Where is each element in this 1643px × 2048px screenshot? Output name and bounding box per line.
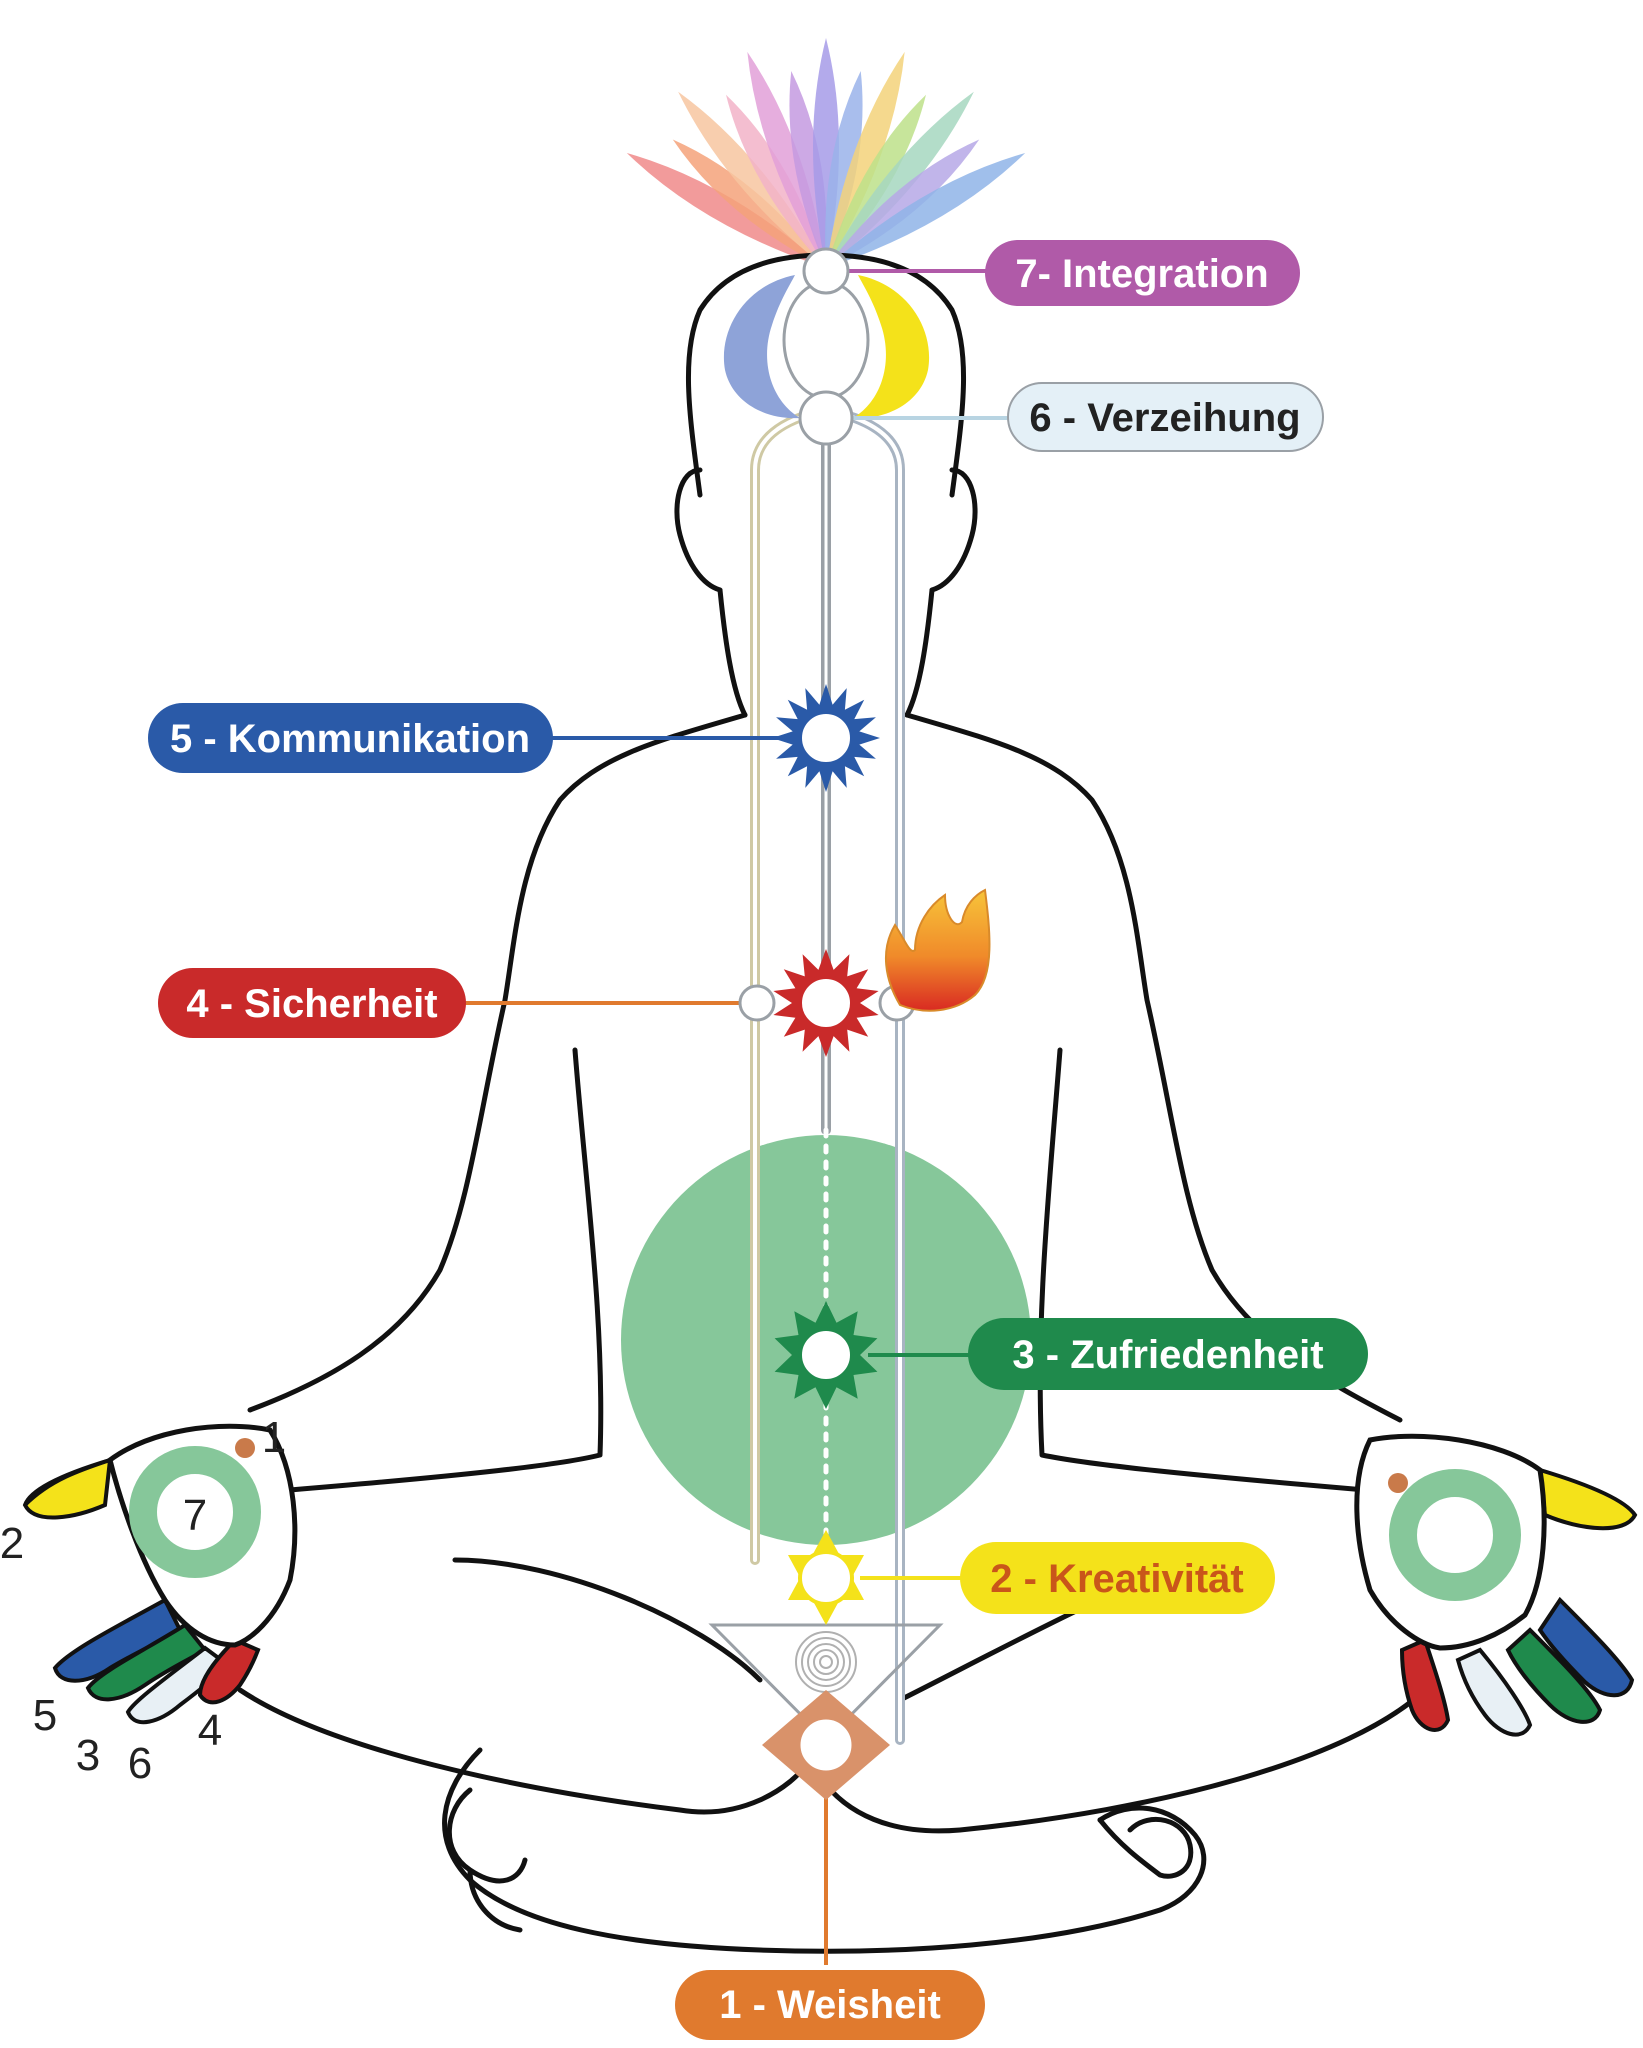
lap-left-outline [452, 1557, 763, 1683]
sun-core [798, 1327, 854, 1383]
crown-petal [826, 139, 980, 268]
left-palm-center-number: 7 [183, 1491, 207, 1540]
torso-left-outline [287, 1047, 604, 1493]
crown-petal [789, 71, 827, 268]
sacral-star-icon [788, 1530, 864, 1625]
left-finger-green [85, 1622, 208, 1702]
left-hand: 7 1 2 5 3 6 4 [0, 1413, 298, 1788]
left-foot-outline [446, 1787, 528, 1933]
right-palm-ring [1389, 1469, 1521, 1601]
spiral-ring [807, 1643, 845, 1681]
third-eye-chakra-node [798, 390, 854, 446]
left-hand-fingers [22, 1457, 261, 1725]
left-finger-number-5: 5 [33, 1691, 57, 1740]
left-finger-red [197, 1637, 261, 1705]
left-thumb [22, 1457, 113, 1520]
left-palm-fingerbase [23, 1458, 111, 1507]
crown-petal [726, 94, 826, 268]
left-finger-number-6: 6 [128, 1739, 152, 1788]
right-palm-dot [1388, 1473, 1408, 1493]
sun-core [798, 710, 854, 766]
left-ear-outline [674, 467, 723, 593]
left-finger-number-2: 2 [0, 1519, 24, 1568]
label-c7: 7- Integration [985, 240, 1300, 306]
heart-chakra-sun-icon [773, 949, 879, 1057]
right-ear-outline [929, 467, 978, 593]
crown-chakra-node [802, 247, 850, 295]
label-c7-text: 7- Integration [1015, 252, 1268, 296]
left-finger-number-4: 4 [198, 1706, 222, 1755]
right-foot-outline [1097, 1816, 1194, 1879]
label-c4: 4 - Sicherheit [158, 968, 466, 1038]
left-arm-outline [247, 712, 748, 1413]
yellow-moon [853, 275, 930, 419]
label-c6: 6 - Verzeihung [1007, 382, 1324, 452]
crown-petal [825, 71, 863, 268]
right-hand [1354, 1433, 1638, 1737]
torso-right-outline [1037, 1047, 1368, 1493]
neck-left-outline [717, 587, 748, 718]
label-c1: 1 - Weisheit [675, 1970, 985, 2040]
head-white-oval [782, 280, 870, 400]
label-c5: 5 - Kommunikation [148, 703, 553, 773]
crown-petal [826, 94, 926, 268]
label-c3-pill [968, 1318, 1368, 1390]
right-thumb [1537, 1467, 1638, 1531]
label-c6-text: 6 - Verzeihung [1029, 396, 1300, 440]
left-finger-number-1: 1 [262, 1413, 286, 1462]
spiral-ring [801, 1637, 851, 1687]
spiral-ring [813, 1649, 839, 1675]
connector-lines [460, 269, 1010, 1965]
label-c5-pill [148, 703, 553, 773]
left-palm-ring [129, 1446, 261, 1578]
right-finger-red [1399, 1637, 1451, 1732]
label-c4-text: 4 - Sicherheit [186, 982, 437, 1026]
label-c7-pill [985, 240, 1300, 306]
label-c6-pill [1007, 382, 1324, 452]
flame-icon [884, 888, 991, 1012]
left-thigh-outline [237, 1687, 813, 1815]
flame-shape [884, 888, 991, 1012]
label-c2-pill [960, 1542, 1275, 1614]
right-finger-green [1505, 1627, 1603, 1724]
crown-petal [826, 153, 1026, 268]
label-c2: 2 - Kreativität [960, 1542, 1275, 1614]
throat-chakra-sun-icon [772, 684, 880, 792]
crown-petals [626, 38, 1026, 268]
label-c3-text: 3 - Zufriedenheit [1012, 1333, 1323, 1377]
neck-right-outline [904, 587, 935, 718]
right-thigh-outline [807, 1687, 1428, 1834]
spiral-icon [795, 1631, 857, 1693]
label-c4-pill [158, 968, 466, 1038]
body-outline [237, 252, 1428, 1954]
sun-core [798, 975, 854, 1031]
right-finger-white [1455, 1647, 1533, 1737]
label-c3: 3 - Zufriedenheit [968, 1318, 1368, 1390]
root-diamond-icon [762, 1690, 890, 1800]
label-c5-text: 5 - Kommunikation [170, 717, 530, 761]
spiral-ring [795, 1631, 857, 1693]
label-c1-text: 1 - Weisheit [719, 1983, 941, 2027]
solar-plexus-sun-icon [774, 1301, 878, 1409]
blue-moon [723, 275, 800, 419]
left-finger-number-3: 3 [76, 1731, 100, 1780]
right-hand-fingers [1399, 1467, 1638, 1737]
left-palm-dot [235, 1438, 255, 1458]
right-finger-blue [1537, 1596, 1635, 1698]
spiral-ring [819, 1655, 833, 1669]
label-c2-text: 2 - Kreativität [990, 1557, 1243, 1601]
heart-left-node [738, 984, 776, 1022]
label-c1-pill [675, 1970, 985, 2040]
crown-petal [672, 139, 826, 268]
